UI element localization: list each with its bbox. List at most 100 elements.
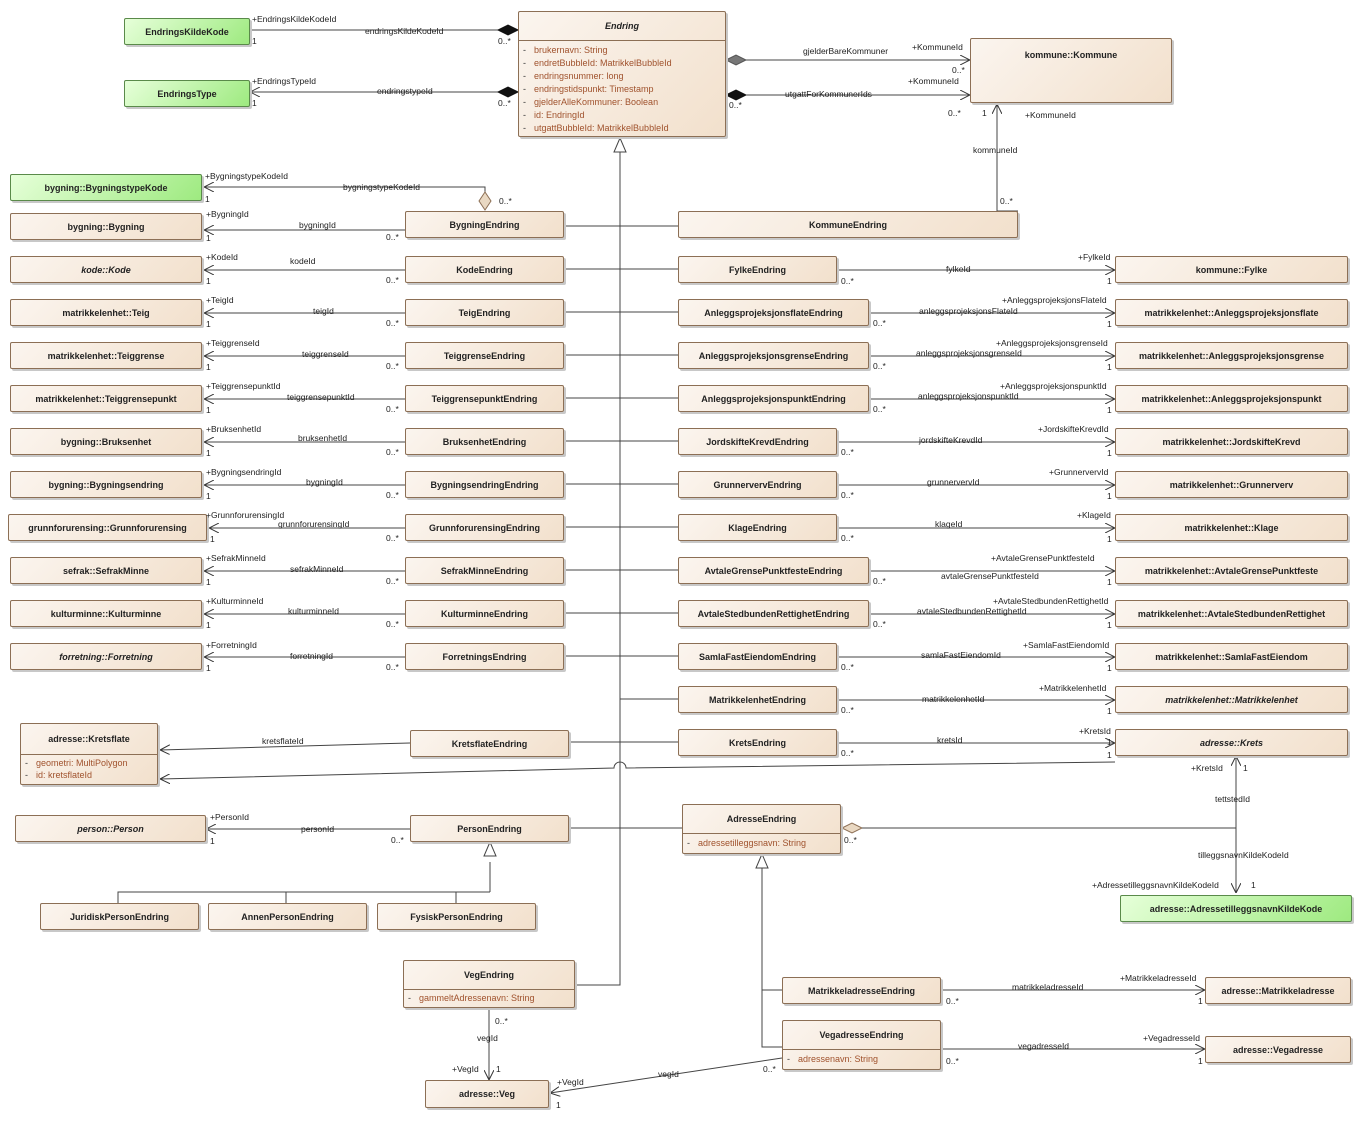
- class-forretning[interactable]: forretning::Forretning: [10, 643, 202, 670]
- assoc-label: anleggsprojeksjonsgrenseId: [916, 348, 1022, 358]
- class-samlafasteiendom[interactable]: matrikkelenhet::SamlaFastEiendom: [1115, 643, 1348, 670]
- class-title: matrikkelenhet::AvtaleStedbundenRettighe…: [1137, 608, 1326, 619]
- class-fylke[interactable]: kommune::Fylke: [1115, 256, 1348, 283]
- class-anleggsprojeksjonspunkt[interactable]: matrikkelenhet::Anleggsprojeksjonspunkt: [1115, 385, 1348, 412]
- assoc-label: vegadresseId: [1018, 1041, 1070, 1051]
- class-vegadresse[interactable]: adresse::Vegadresse: [1205, 1036, 1351, 1063]
- assoc-label: 0..*: [841, 705, 854, 715]
- class-title: KommuneEndring: [809, 219, 887, 230]
- assoc-label: 1: [1198, 996, 1203, 1006]
- class-anleggsprojeksjonsflateendring[interactable]: AnleggsprojeksjonsflateEndring: [678, 299, 869, 326]
- class-kulturminne[interactable]: kulturminne::Kulturminne: [10, 600, 202, 627]
- class-kode[interactable]: kode::Kode: [10, 256, 202, 283]
- class-grunnforurensing[interactable]: grunnforurensing::Grunnforurensing: [8, 514, 207, 541]
- class-title: TeiggrensepunktEndring: [431, 393, 538, 404]
- class-personendring[interactable]: PersonEndring: [410, 815, 569, 842]
- class-avtalegrensepunktfesteendring[interactable]: AvtaleGrensePunktfesteEndring: [678, 557, 869, 584]
- class-samlafasteiendomendring[interactable]: SamlaFastEiendomEndring: [678, 643, 837, 670]
- assoc-label: +PersonId: [210, 812, 249, 822]
- class-bygningsendringendring[interactable]: BygningsendringEndring: [405, 471, 564, 498]
- class-kommune[interactable]: kommune::Kommune: [970, 38, 1172, 103]
- class-title: SamlaFastEiendomEndring: [698, 651, 817, 662]
- class-avtalestedbundenrettighet[interactable]: matrikkelenhet::AvtaleStedbundenRettighe…: [1115, 600, 1348, 627]
- class-adresseendring[interactable]: AdresseEndring -adressetilleggsnavn: Str…: [682, 804, 841, 854]
- class-endring[interactable]: Endring -brukernavn: String -endretBubbl…: [518, 11, 726, 137]
- class-fysiskpersonendring[interactable]: FysiskPersonEndring: [377, 903, 536, 930]
- class-klageendring[interactable]: KlageEndring: [678, 514, 837, 541]
- class-fylkeendring[interactable]: FylkeEndring: [678, 256, 837, 283]
- class-matrikkelenhet[interactable]: matrikkelenhet::Matrikkelenhet: [1115, 686, 1348, 713]
- class-kretsendring[interactable]: KretsEndring: [678, 729, 837, 756]
- class-forretningsendring[interactable]: ForretningsEndring: [405, 643, 564, 670]
- class-title: adresse::Veg: [458, 1089, 516, 1099]
- class-kodeendring[interactable]: KodeEndring: [405, 256, 564, 283]
- assoc-label: 1: [206, 405, 211, 415]
- class-title: grunnforurensing::Grunnforurensing: [28, 522, 187, 533]
- class-teig[interactable]: matrikkelenhet::Teig: [10, 299, 202, 326]
- class-matrikkeladresseendring[interactable]: MatrikkeladresseEndring: [782, 977, 941, 1004]
- assoc-label: teiggrenseId: [302, 349, 349, 359]
- assoc-label: matrikkelenhetId: [922, 694, 985, 704]
- attribute: -brukernavn: String: [523, 45, 608, 55]
- class-person[interactable]: person::Person: [15, 815, 206, 842]
- class-bygningstypekode[interactable]: bygning::BygningstypeKode: [10, 174, 202, 201]
- class-matrikkelenhetendring[interactable]: MatrikkelenhetEndring: [678, 686, 837, 713]
- assoc-label: avtaleStedbundenRettighetId: [917, 606, 1027, 616]
- class-jordskiftekrevd[interactable]: matrikkelenhet::JordskifteKrevd: [1115, 428, 1348, 455]
- class-klage[interactable]: matrikkelenhet::Klage: [1115, 514, 1348, 541]
- class-anleggsprojeksjonsgrenseendring[interactable]: AnleggsprojeksjonsgrenseEndring: [678, 342, 869, 369]
- assoc-label: fylkeId: [946, 264, 971, 274]
- class-grunnforurensingendring[interactable]: GrunnforurensingEndring: [405, 514, 564, 541]
- class-anleggsprojeksjonspunktendring[interactable]: AnleggsprojeksjonspunktEndring: [678, 385, 869, 412]
- class-veg[interactable]: adresse::Veg: [425, 1080, 549, 1108]
- class-bygningsendring[interactable]: bygning::Bygningsendring: [10, 471, 202, 498]
- assoc-label: grunnforurensingId: [278, 519, 350, 529]
- class-teiggrensepunktendring[interactable]: TeiggrensepunktEndring: [405, 385, 564, 412]
- class-juridiskpersonendring[interactable]: JuridiskPersonEndring: [40, 903, 199, 930]
- class-grunnerverv[interactable]: matrikkelenhet::Grunnerverv: [1115, 471, 1348, 498]
- assoc-label: 0..*: [386, 318, 399, 328]
- class-teiggrensepunkt[interactable]: matrikkelenhet::Teiggrensepunkt: [10, 385, 202, 412]
- assoc-label: +BruksenhetId: [206, 424, 262, 434]
- class-teigendring[interactable]: TeigEndring: [405, 299, 564, 326]
- class-avtalegrensepunktfeste[interactable]: matrikkelenhet::AvtaleGrensePunktfeste: [1115, 557, 1348, 584]
- class-anleggsprojeksjonsgrense[interactable]: matrikkelenhet::Anleggsprojeksjonsgrense: [1115, 342, 1348, 369]
- class-endringskildekode[interactable]: EndringsKildeKode: [124, 18, 250, 45]
- class-title: KretsEndring: [728, 737, 786, 748]
- class-teiggrense[interactable]: matrikkelenhet::Teiggrense: [10, 342, 202, 369]
- class-adressetilleggsnavnkildekode[interactable]: adresse::AdressetilleggsnavnKildeKode: [1120, 895, 1352, 922]
- class-grunnervervendring[interactable]: GrunnervervEndring: [678, 471, 837, 498]
- class-matrikkeladresse[interactable]: adresse::Matrikkeladresse: [1205, 977, 1351, 1004]
- assoc-label: 1: [206, 577, 211, 587]
- class-bygningendring[interactable]: BygningEndring: [405, 211, 564, 238]
- class-teiggrenseendring[interactable]: TeiggrenseEndring: [405, 342, 564, 369]
- assoc-label: 0..*: [498, 36, 511, 46]
- class-separator: [21, 754, 157, 755]
- attribute: -id: kretsflateId: [25, 770, 93, 780]
- class-jordskiftekrevdendring[interactable]: JordskifteKrevdEndring: [678, 428, 837, 455]
- class-kretsflate[interactable]: adresse::Kretsflate -geometri: MultiPoly…: [20, 723, 158, 785]
- class-avtalestedbundenrettighetendring[interactable]: AvtaleStedbundenRettighetEndring: [678, 600, 869, 627]
- class-anleggsprojeksjonsflate[interactable]: matrikkelenhet::Anleggsprojeksjonsflate: [1115, 299, 1348, 326]
- assoc-label: 1: [1107, 577, 1112, 587]
- class-bruksenhet[interactable]: bygning::Bruksenhet: [10, 428, 202, 455]
- class-krets[interactable]: adresse::Krets: [1115, 729, 1348, 756]
- class-title: AnnenPersonEndring: [241, 911, 334, 922]
- class-annenpersonendring[interactable]: AnnenPersonEndring: [208, 903, 367, 930]
- class-vegadresseendring[interactable]: VegadresseEndring -adressenavn: String: [782, 1020, 941, 1070]
- assoc-label: 1: [210, 534, 215, 544]
- class-kretsflateendring[interactable]: KretsflateEndring: [410, 730, 569, 757]
- class-title: EndringsKildeKode: [145, 26, 229, 37]
- class-bruksenhetendring[interactable]: BruksenhetEndring: [405, 428, 564, 455]
- assoc-label: 0..*: [386, 232, 399, 242]
- class-bygning[interactable]: bygning::Bygning: [10, 213, 202, 240]
- class-endringstype[interactable]: EndringsType: [124, 80, 250, 107]
- class-title: KlageEndring: [728, 522, 787, 533]
- class-kulturminneendring[interactable]: KulturminneEndring: [405, 600, 564, 627]
- class-vegendring[interactable]: VegEndring -gammeltAdressenavn: String: [403, 960, 575, 1008]
- class-title: JuridiskPersonEndring: [69, 911, 170, 922]
- class-title: adresse::AdressetilleggsnavnKildeKode: [1149, 903, 1323, 914]
- class-sefrakminne[interactable]: sefrak::SefrakMinne: [10, 557, 202, 584]
- class-sefrakminneendring[interactable]: SefrakMinneEndring: [405, 557, 564, 584]
- class-kommuneendring[interactable]: KommuneEndring: [678, 211, 1018, 238]
